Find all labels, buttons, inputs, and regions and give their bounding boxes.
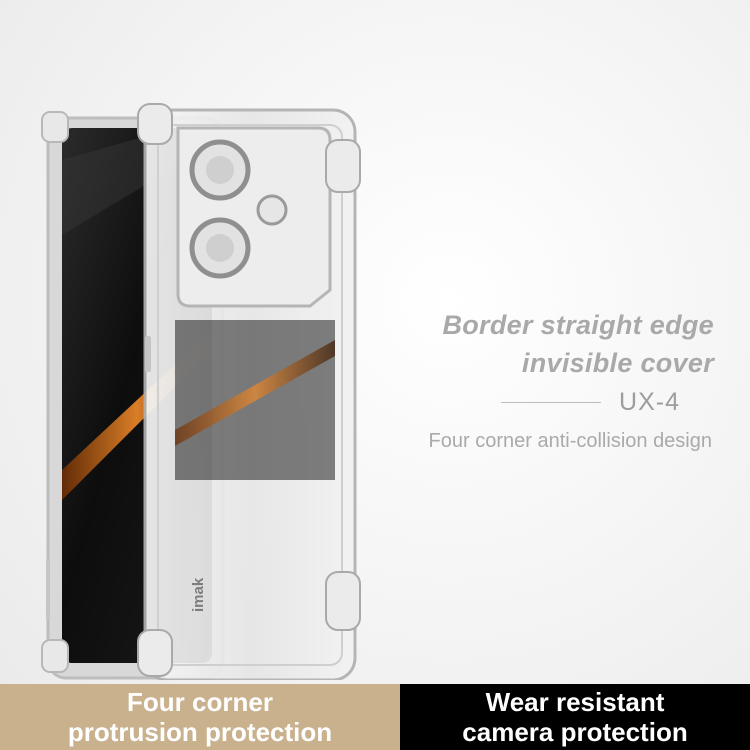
band-right-line-1: Wear resistant xyxy=(485,687,665,717)
headline-line-1: Border straight edge xyxy=(442,310,714,340)
back-case xyxy=(137,103,361,680)
brand-mark: imak xyxy=(190,577,207,612)
model-row: UX-4 xyxy=(501,388,680,417)
model-label: UX-4 xyxy=(619,388,680,416)
divider-line xyxy=(501,402,602,403)
band-left-line-1: Four corner xyxy=(127,687,273,717)
bottom-band-right: Wear resistant camera protection xyxy=(400,684,750,750)
band-left-line-2: protrusion protection xyxy=(67,717,333,747)
band-right-line-2: camera protection xyxy=(462,717,688,747)
bottom-band-left: Four corner protrusion protection xyxy=(0,684,400,750)
subtitle: Four corner anti-collision design xyxy=(428,430,712,452)
feature-copy: Border straight edge invisible cover xyxy=(354,306,714,382)
headline-line-2: invisible cover xyxy=(521,348,714,378)
phone-case-product-image: imak xyxy=(41,103,361,680)
